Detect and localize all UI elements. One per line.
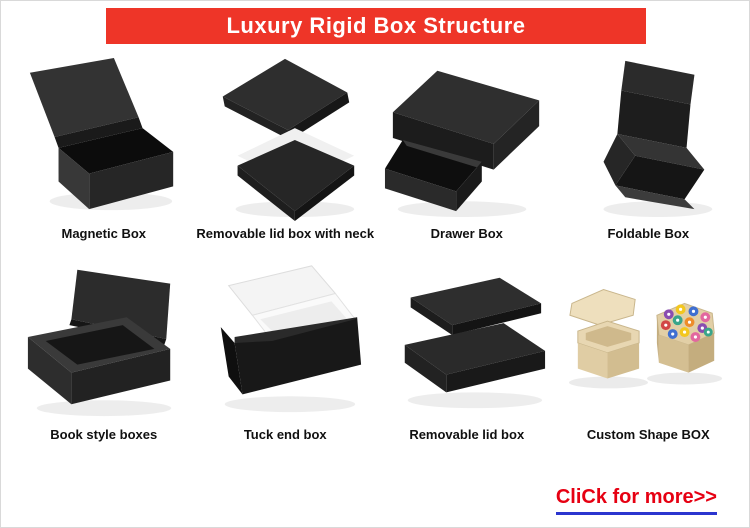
box-card: Foldable Box [558,49,740,242]
box-label: Drawer Box [430,226,503,241]
box-grid: Magnetic Box Removable lid box with neck [13,49,739,443]
removable-lid-box-image [404,277,545,409]
box-label: Tuck end box [243,427,327,442]
tuck-end-box-image [221,265,362,413]
custom-shape-box-image [569,289,723,389]
box-card: Tuck end box [195,250,377,443]
box-label: Foldable Box [607,226,690,241]
box-card: Magnetic Box [13,49,195,242]
click-for-more-link[interactable]: CliCk for more>> [555,486,717,515]
book-style-box-image [27,269,171,417]
title-banner: Luxury Rigid Box Structure [106,8,646,44]
box-label: Removable lid box with neck [196,226,375,241]
removable-lid-neck-box-image [222,58,355,221]
page-title: Luxury Rigid Box Structure [226,13,526,38]
box-card: Removable lid box [376,250,558,443]
magnetic-box-image [29,57,173,211]
box-card: Drawer Box [376,49,558,242]
box-label: Removable lid box [409,427,525,442]
box-label: Magnetic Box [61,226,146,241]
drawer-box-image [384,70,539,218]
foldable-box-image [603,60,713,218]
box-card: Book style boxes [13,250,195,443]
box-card: Removable lid box with neck [195,49,377,242]
box-label: Custom Shape BOX [586,427,710,442]
box-card: Custom Shape BOX [558,250,740,443]
box-label: Book style boxes [50,427,158,442]
